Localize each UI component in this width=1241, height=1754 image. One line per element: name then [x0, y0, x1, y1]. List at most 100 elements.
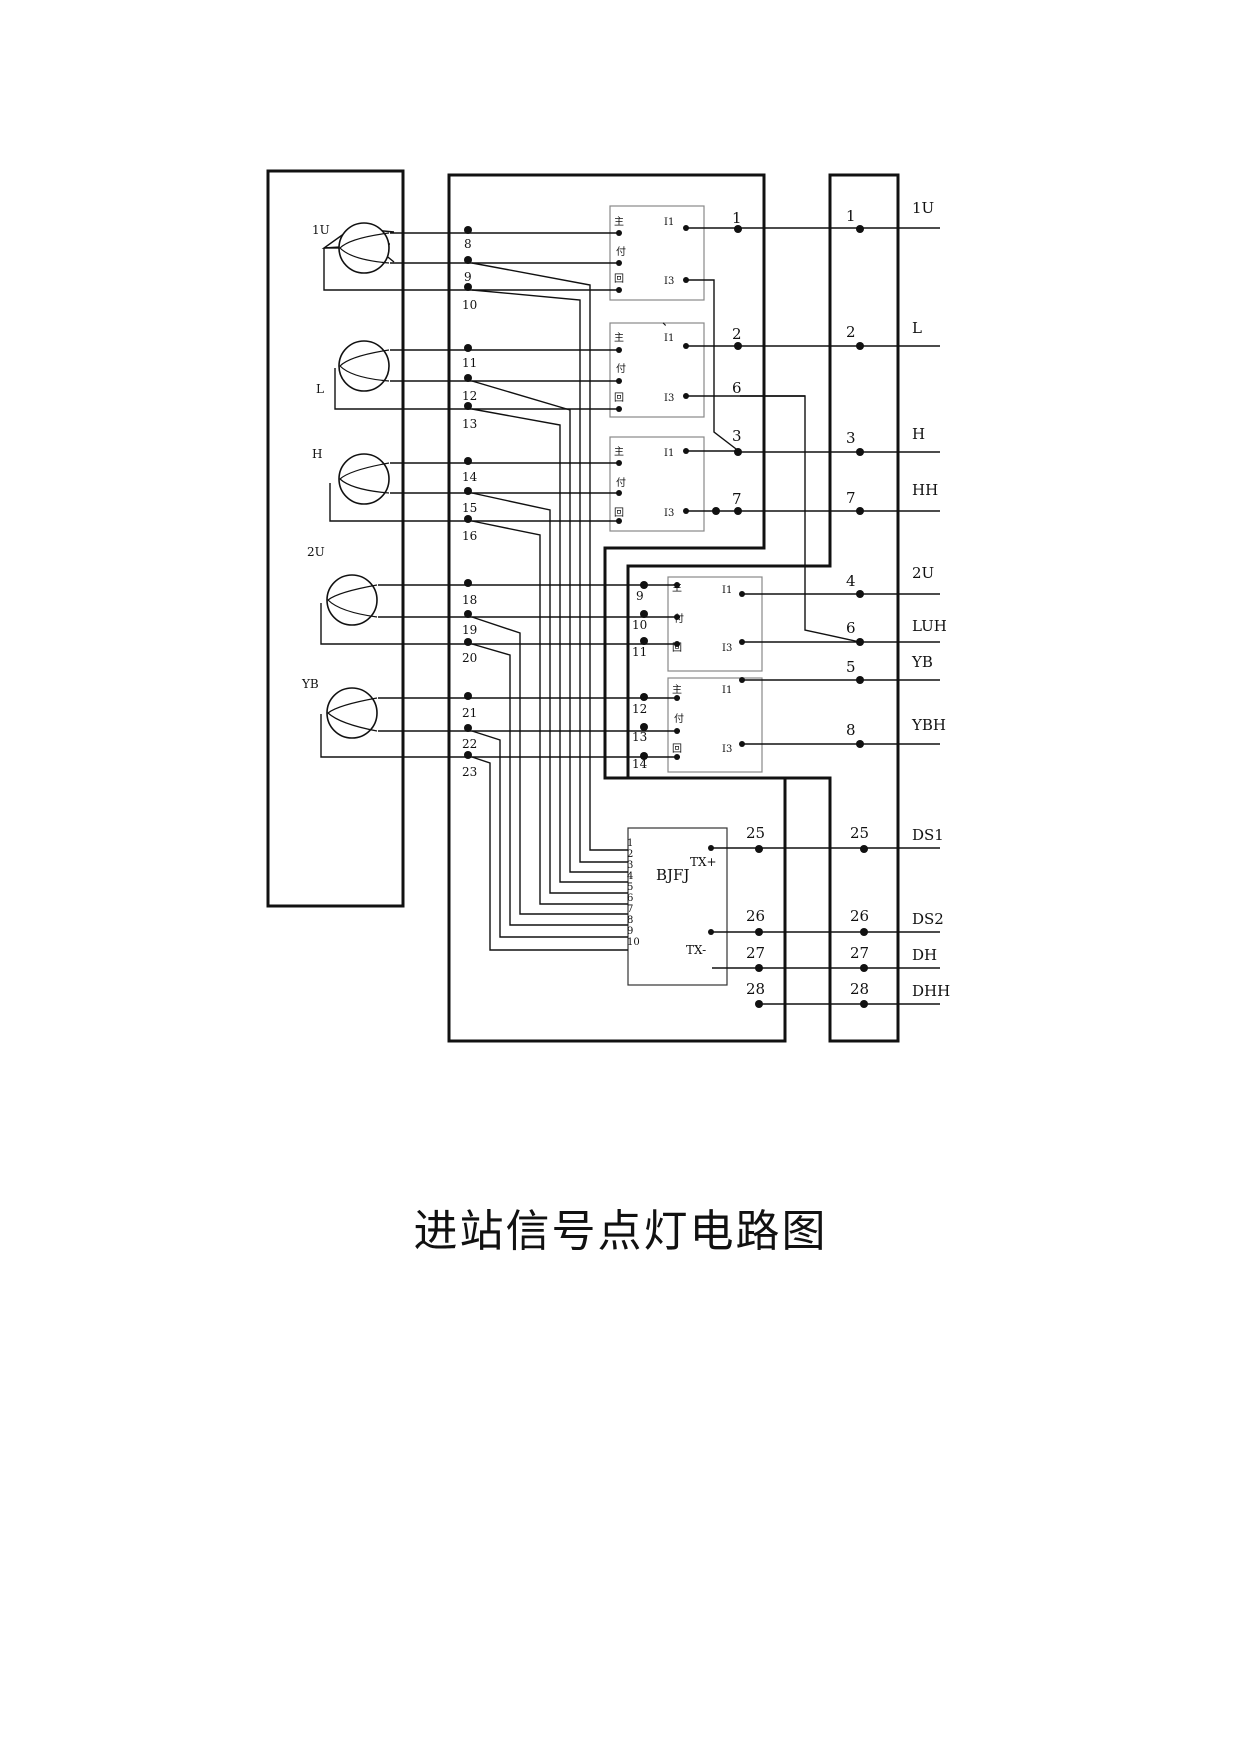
- output-ybh: YBH: [911, 716, 946, 734]
- svg-text:主: 主: [614, 446, 624, 458]
- lamp-l-icon: [338, 340, 390, 392]
- svg-text:3: 3: [732, 427, 742, 445]
- lamp-filaments: [327, 232, 390, 732]
- svg-text:I1: I1: [664, 448, 674, 459]
- svg-text:14: 14: [632, 757, 648, 771]
- output-h: H: [912, 425, 925, 443]
- output-ds2: DS2: [912, 910, 944, 928]
- bjfj-labels: BJFJ TX+ TX- 1 2 3 4 5 6 7 8 9 10 25 26 …: [627, 824, 765, 998]
- svg-text:6: 6: [846, 619, 856, 637]
- middle-terminal-labels: 8 9 10 11 12 13 14 15 16 18 19 20 21 22 …: [462, 237, 478, 779]
- svg-text:付: 付: [674, 612, 684, 625]
- svg-text:11: 11: [462, 356, 477, 370]
- svg-text:10: 10: [627, 937, 640, 948]
- output-l: L: [912, 319, 922, 337]
- svg-text:7: 7: [627, 904, 633, 915]
- svg-text:27: 27: [746, 944, 765, 962]
- svg-text:付: 付: [674, 712, 684, 725]
- svg-text:27: 27: [850, 944, 869, 962]
- svg-text:8: 8: [846, 721, 856, 739]
- svg-text:28: 28: [746, 980, 765, 998]
- svg-text:6: 6: [732, 379, 742, 397]
- bjfj-tx-minus: TX-: [686, 943, 706, 957]
- svg-text:I3: I3: [722, 643, 732, 654]
- dj-box-2: [609, 322, 705, 418]
- svg-text:13: 13: [462, 417, 477, 431]
- bjfj-tx-plus: TX+: [690, 855, 717, 869]
- lamp-yb-icon: [326, 687, 378, 739]
- output-ds1: DS1: [912, 826, 944, 844]
- output-2u: 2U: [912, 564, 934, 582]
- output-luh: LUH: [912, 617, 947, 635]
- svg-text:I3: I3: [664, 276, 674, 287]
- svg-text:1: 1: [732, 209, 742, 227]
- svg-text:I3: I3: [722, 744, 732, 755]
- svg-text:1: 1: [846, 207, 856, 225]
- svg-text:25: 25: [746, 824, 765, 842]
- svg-text:主: 主: [672, 684, 682, 696]
- bjfj-box: [627, 827, 728, 986]
- lamp-label-1u: 1U: [312, 223, 330, 237]
- lamp-1u-icon: [338, 222, 390, 274]
- svg-text:主: 主: [614, 216, 624, 228]
- svg-text:14: 14: [462, 470, 478, 484]
- svg-text:11: 11: [632, 645, 647, 659]
- lamp-labels: 1U L H 2U YB: [301, 223, 330, 691]
- dj-box-5: [667, 677, 763, 773]
- upper-output-labels: 1 2 6 3 7: [732, 209, 742, 508]
- svg-text:主: 主: [614, 332, 624, 344]
- lamp-2u-icon: [326, 574, 378, 626]
- lamp-h-icon: [338, 453, 390, 505]
- svg-text:付: 付: [616, 362, 626, 375]
- output-hh: HH: [912, 481, 938, 499]
- svg-text:18: 18: [462, 593, 477, 607]
- lower-input-labels: 9 10 11 12 13 14: [632, 589, 648, 771]
- lamps: [326, 222, 390, 739]
- diagram-title: 进站信号点灯电路图: [413, 1206, 828, 1257]
- svg-text:7: 7: [846, 489, 856, 507]
- svg-text:10: 10: [632, 618, 647, 632]
- output-labels: 1U L H HH 2U LUH YB YBH DS1 DS2 DH DHH: [911, 199, 950, 1000]
- svg-text:付: 付: [616, 476, 626, 489]
- dj-box-1: [609, 205, 705, 301]
- svg-text:回: 回: [614, 392, 624, 404]
- svg-text:23: 23: [462, 765, 477, 779]
- svg-text:8: 8: [627, 915, 633, 926]
- svg-text:21: 21: [462, 706, 477, 720]
- right-terminal-labels: 1 2 3 7 4 6 5 8 25 26 27 28: [846, 207, 869, 998]
- svg-text:回: 回: [672, 642, 682, 654]
- svg-text:3: 3: [846, 429, 856, 447]
- bjfj-name: BJFJ: [656, 866, 689, 884]
- svg-text:12: 12: [462, 389, 477, 403]
- svg-text:9: 9: [464, 270, 472, 284]
- svg-text:9: 9: [627, 926, 633, 937]
- svg-text:I1: I1: [664, 333, 674, 344]
- svg-text:2: 2: [846, 323, 856, 341]
- svg-text:5: 5: [627, 882, 633, 893]
- lamp-label-h: H: [312, 447, 322, 461]
- svg-text:4: 4: [627, 871, 633, 882]
- output-1u: 1U: [912, 199, 934, 217]
- svg-text:8: 8: [464, 237, 472, 251]
- svg-text:19: 19: [462, 623, 477, 637]
- lamp-label-2u: 2U: [307, 545, 325, 559]
- svg-text:3: 3: [627, 860, 633, 871]
- svg-text:I3: I3: [664, 393, 674, 404]
- svg-text:付: 付: [616, 245, 626, 258]
- svg-text:I1: I1: [664, 217, 674, 228]
- svg-text:6: 6: [627, 893, 633, 904]
- svg-text:12: 12: [632, 702, 647, 716]
- svg-text:20: 20: [462, 651, 477, 665]
- svg-text:2: 2: [627, 849, 633, 860]
- output-dhh: DHH: [912, 982, 950, 1000]
- svg-text:4: 4: [846, 572, 856, 590]
- svg-text:25: 25: [850, 824, 869, 842]
- svg-text:5: 5: [846, 658, 856, 676]
- svg-text:22: 22: [462, 737, 477, 751]
- svg-text:28: 28: [850, 980, 869, 998]
- svg-text:7: 7: [732, 490, 742, 508]
- dj-box-4: [667, 576, 763, 672]
- frames: [266, 169, 900, 1043]
- svg-text:I1: I1: [722, 685, 732, 696]
